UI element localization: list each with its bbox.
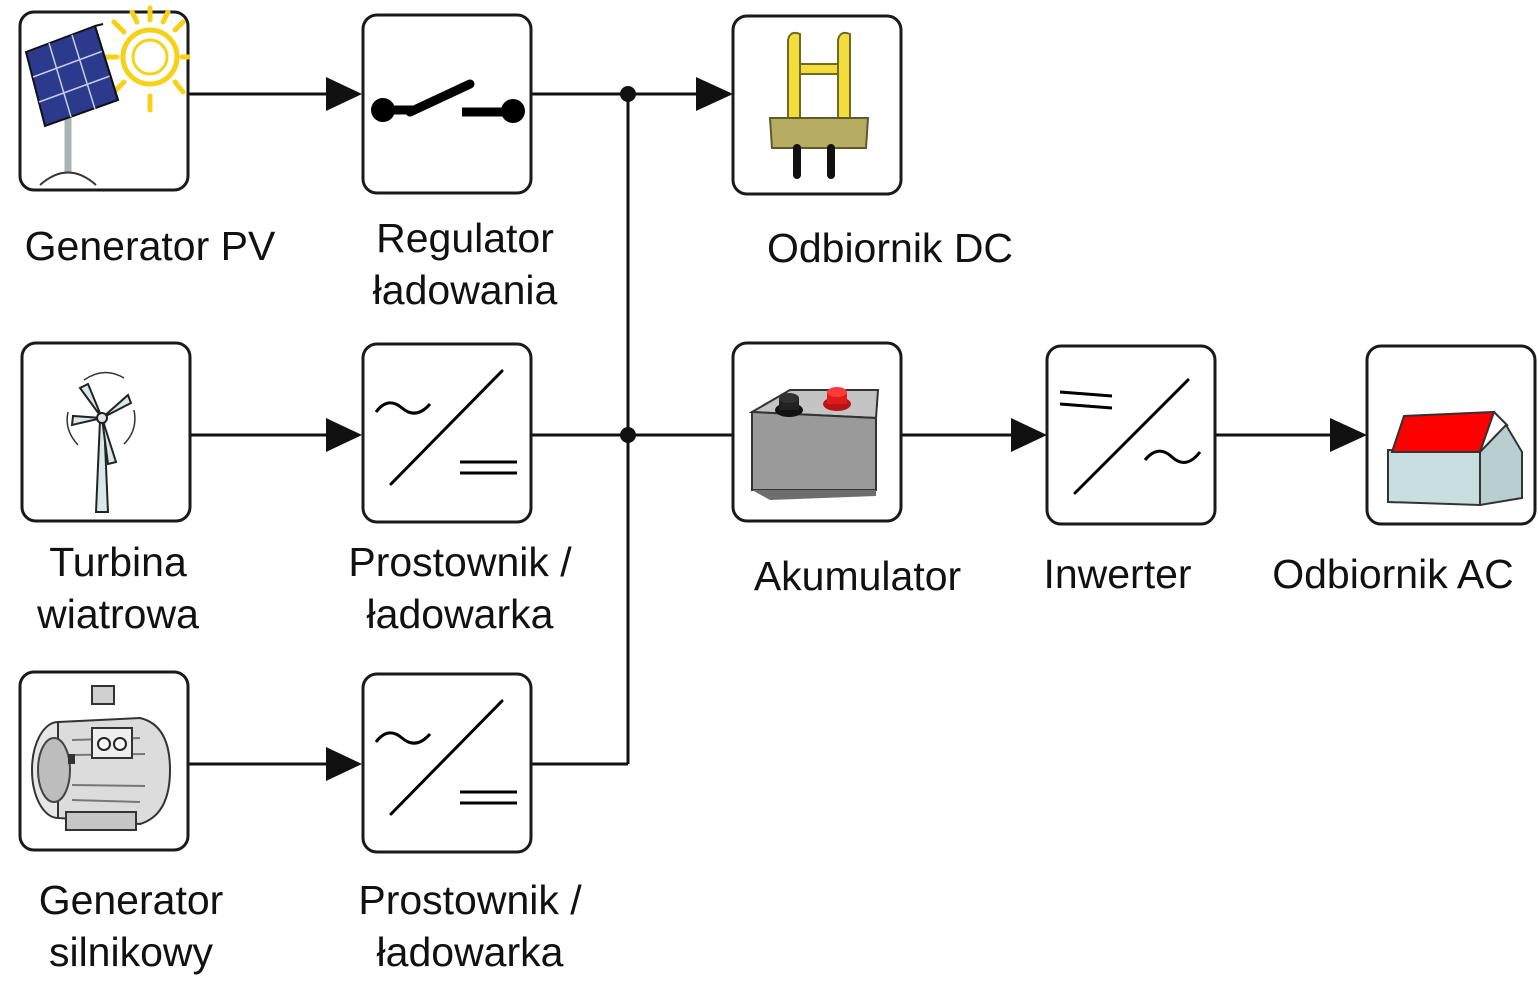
label-battery: Akumulator <box>753 553 962 599</box>
arrow-bus-to-dc-load <box>696 77 733 111</box>
label-rectifier-engine: Prostownik / ładowarka <box>330 874 610 978</box>
label-line: silnikowy <box>48 929 214 975</box>
label-line: Regulator <box>376 215 554 261</box>
arrow-inverter-to-ac-load <box>1330 418 1367 452</box>
arrow-battery-to-inverter <box>1011 418 1047 452</box>
engine-generator-block <box>18 670 190 852</box>
label-line: Prostownik / <box>358 877 582 923</box>
connections <box>188 77 1367 781</box>
ac-dc-converter-icon <box>374 369 517 486</box>
label-rectifier-wind: Prostownik / ładowarka <box>320 536 600 640</box>
rectifier-wind-block <box>361 342 533 524</box>
arrow-turbine-to-rectifier <box>326 418 362 452</box>
label-dc-load: Odbiornik DC <box>766 225 1014 271</box>
house-icon <box>1387 410 1523 507</box>
charge-regulator-block <box>361 13 533 195</box>
dc-ac-converter-icon <box>1059 378 1202 495</box>
wind-turbine-icon <box>66 371 136 513</box>
junction-dot-top <box>620 86 636 102</box>
label-inverter: Inwerter <box>1043 551 1192 597</box>
label-line: wiatrowa <box>37 591 199 637</box>
ac-load-block <box>1365 344 1537 526</box>
label-wind-turbine: Turbina wiatrowa <box>0 536 236 640</box>
inverter-block <box>1045 344 1217 526</box>
label-line: ładowarka <box>366 591 554 637</box>
pv-generator-block <box>18 5 191 192</box>
label-ac-load: Odbiornik AC <box>1272 551 1514 597</box>
battery-block <box>731 341 903 523</box>
battery-icon <box>748 387 880 500</box>
label-line: Prostownik / <box>348 539 572 585</box>
label-line: Generator <box>38 877 224 923</box>
wind-turbine-block <box>20 341 192 523</box>
label-line: Turbina <box>49 539 187 585</box>
arrow-pv-to-regulator <box>326 77 362 111</box>
label-engine-generator: Generator silnikowy <box>0 874 262 978</box>
arrow-engine-to-rectifier <box>326 747 362 781</box>
solar-panel-sun-icon <box>24 5 191 186</box>
open-switch-icon <box>371 79 525 123</box>
label-pv-generator: Generator PV <box>24 223 276 269</box>
rectifier-engine-block <box>361 672 533 854</box>
electric-motor-icon <box>31 685 172 831</box>
dc-load-block <box>731 14 903 196</box>
label-line: ładowania <box>372 267 558 313</box>
label-charge-regulator: Regulator ładowania <box>330 212 600 316</box>
dc-plug-icon <box>768 31 870 179</box>
ac-dc-converter-icon <box>374 699 517 816</box>
label-line: ładowarka <box>376 929 564 975</box>
